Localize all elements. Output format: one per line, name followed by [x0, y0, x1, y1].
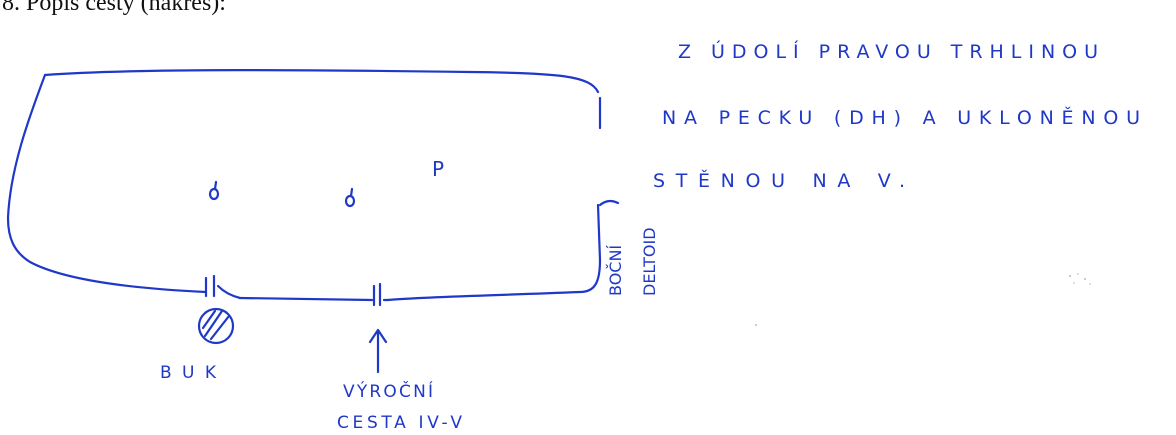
description-line-3: STĚNOU NA V.	[653, 169, 905, 192]
scan-noise	[755, 273, 1091, 326]
rock-outline	[6, 69, 602, 302]
tree-symbol	[197, 307, 235, 345]
side-feature-line-1: BOČNÍ	[606, 245, 625, 296]
form-heading: 8. Popis cesty (nákres):	[2, 0, 226, 16]
route-arrow	[368, 328, 388, 374]
description-line-2: NA PECKU (DH) A UKLONĚNOU	[662, 106, 1140, 129]
peak-mark: P	[432, 157, 444, 181]
bolt-mark	[208, 187, 220, 201]
route-crack-mark	[372, 282, 390, 307]
description-line-1: Z ÚDOLÍ PRAVOU TRHLINOU	[678, 39, 1098, 63]
buk-crack-mark	[204, 274, 242, 300]
tree-label: BUK	[160, 363, 217, 383]
route-name-line-2: CESTA IV-V	[337, 413, 462, 433]
side-feature-line-2: DELTOID	[640, 227, 659, 296]
side-bracket	[598, 199, 620, 207]
bolt-mark	[344, 194, 356, 208]
route-name-line-1: VÝROČNÍ	[343, 380, 433, 402]
